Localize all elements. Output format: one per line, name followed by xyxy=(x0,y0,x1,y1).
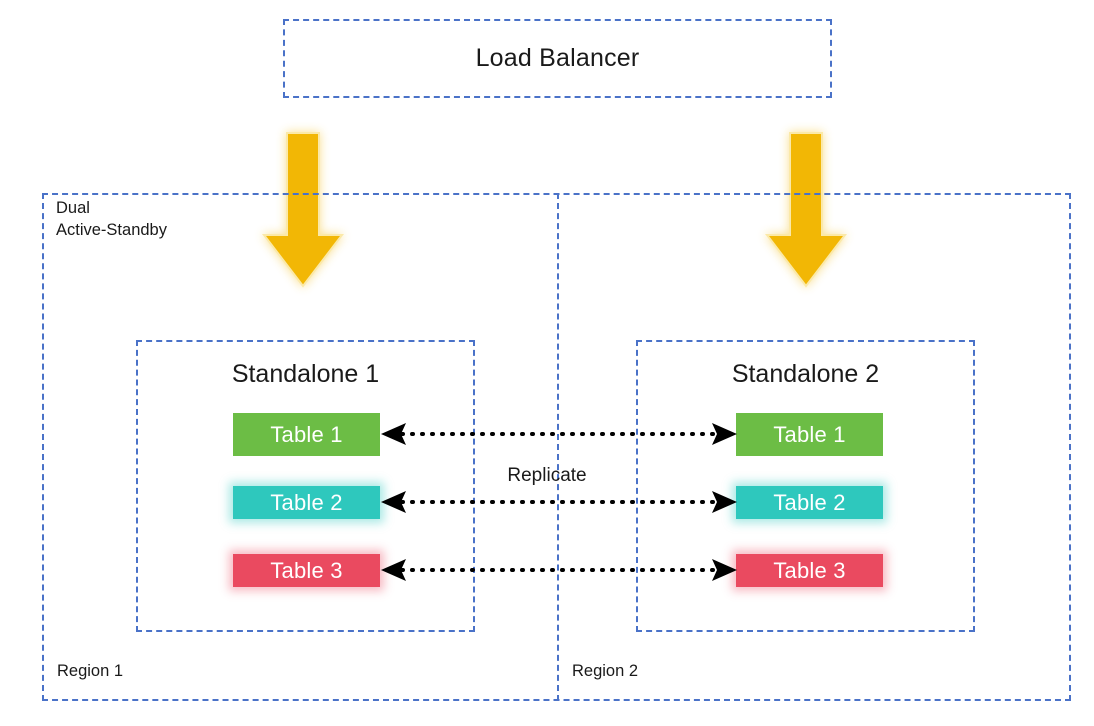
standalone-2-table-2[interactable]: Table 2 xyxy=(736,486,883,519)
replicate-label: Replicate xyxy=(507,465,587,486)
standalone-2-box[interactable]: Standalone 2 xyxy=(636,340,975,632)
dual-active-standby-label: Dual Active-Standby xyxy=(56,199,167,239)
table-label: Table 1 xyxy=(773,421,846,447)
load-balancer-label: Load Balancer xyxy=(475,44,640,72)
region-1-label: Region 1 xyxy=(57,662,124,680)
table-label: Table 1 xyxy=(270,421,343,447)
region-divider xyxy=(557,193,559,701)
dual-active-standby-region xyxy=(42,193,1071,701)
traffic-arrow-region-1-icon xyxy=(262,132,344,288)
standalone-1-table-3[interactable]: Table 3 xyxy=(233,554,380,587)
standalone-2-table-3[interactable]: Table 3 xyxy=(736,554,883,587)
table-label: Table 3 xyxy=(270,557,343,583)
standalone-1-box[interactable]: Standalone 1 xyxy=(136,340,475,632)
standalone-1-table-1[interactable]: Table 1 xyxy=(233,413,380,456)
table-label: Table 3 xyxy=(773,557,846,583)
table-label: Table 2 xyxy=(270,489,343,515)
region-2-label: Region 2 xyxy=(572,662,639,680)
standalone-2-title: Standalone 2 xyxy=(731,360,880,388)
table-label: Table 2 xyxy=(773,489,846,515)
load-balancer-box[interactable]: Load Balancer xyxy=(283,19,832,98)
standalone-1-table-2[interactable]: Table 2 xyxy=(233,486,380,519)
standalone-1-title: Standalone 1 xyxy=(231,360,380,388)
standalone-2-table-1[interactable]: Table 1 xyxy=(736,413,883,456)
traffic-arrow-region-2-icon xyxy=(765,132,847,288)
